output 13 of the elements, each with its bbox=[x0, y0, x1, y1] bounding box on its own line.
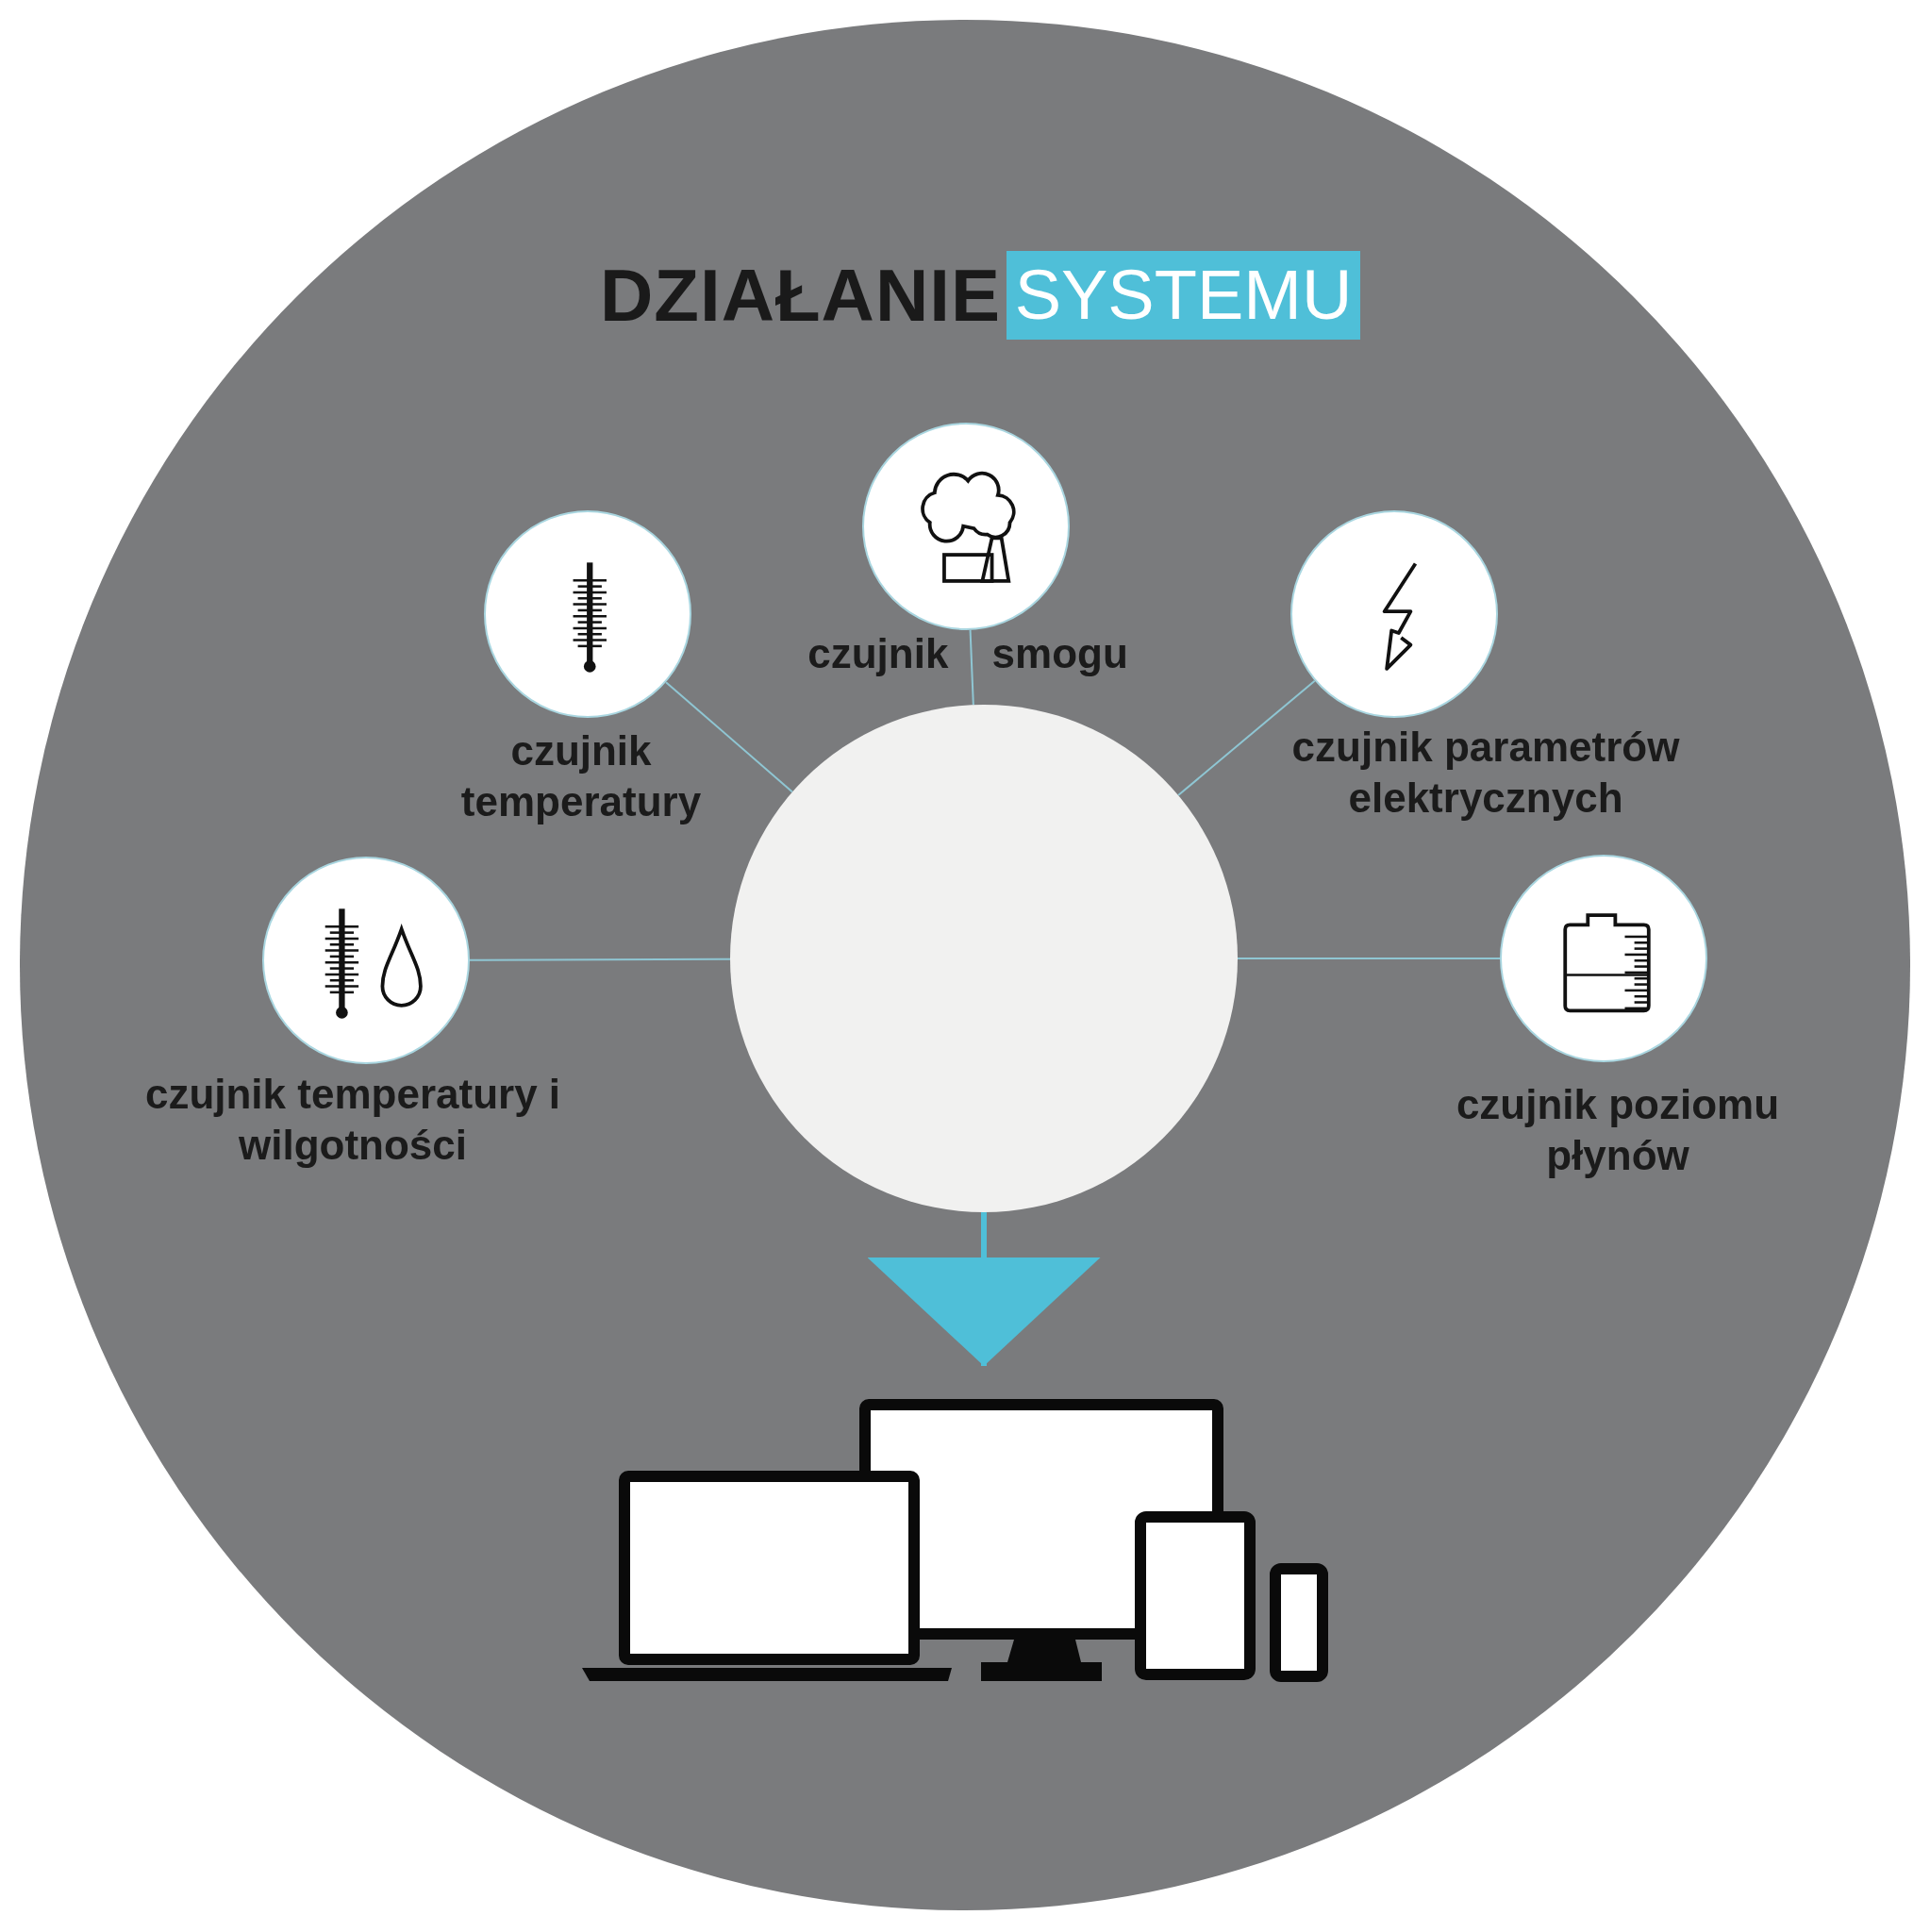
connector-line bbox=[1177, 679, 1316, 797]
sensor-label: czujnik poziomu płynów bbox=[1455, 1080, 1781, 1180]
sensor-label: czujnik temperatury i wilgotności bbox=[143, 1070, 562, 1170]
connector-line bbox=[1237, 958, 1501, 959]
sensor-label: czujnik temperatury bbox=[459, 726, 703, 826]
arrow bbox=[867, 1212, 1101, 1366]
connector-line bbox=[469, 958, 731, 961]
highlight-box: SYSTEMU bbox=[1007, 251, 1360, 340]
connector-line bbox=[969, 628, 974, 707]
title: DZIAŁANIE bbox=[600, 253, 1001, 338]
connector-line bbox=[665, 681, 793, 793]
sensor-label: czujnik parametrów elektrycznych bbox=[1290, 723, 1681, 823]
sensor-label: czujnik smogu bbox=[807, 629, 1128, 678]
